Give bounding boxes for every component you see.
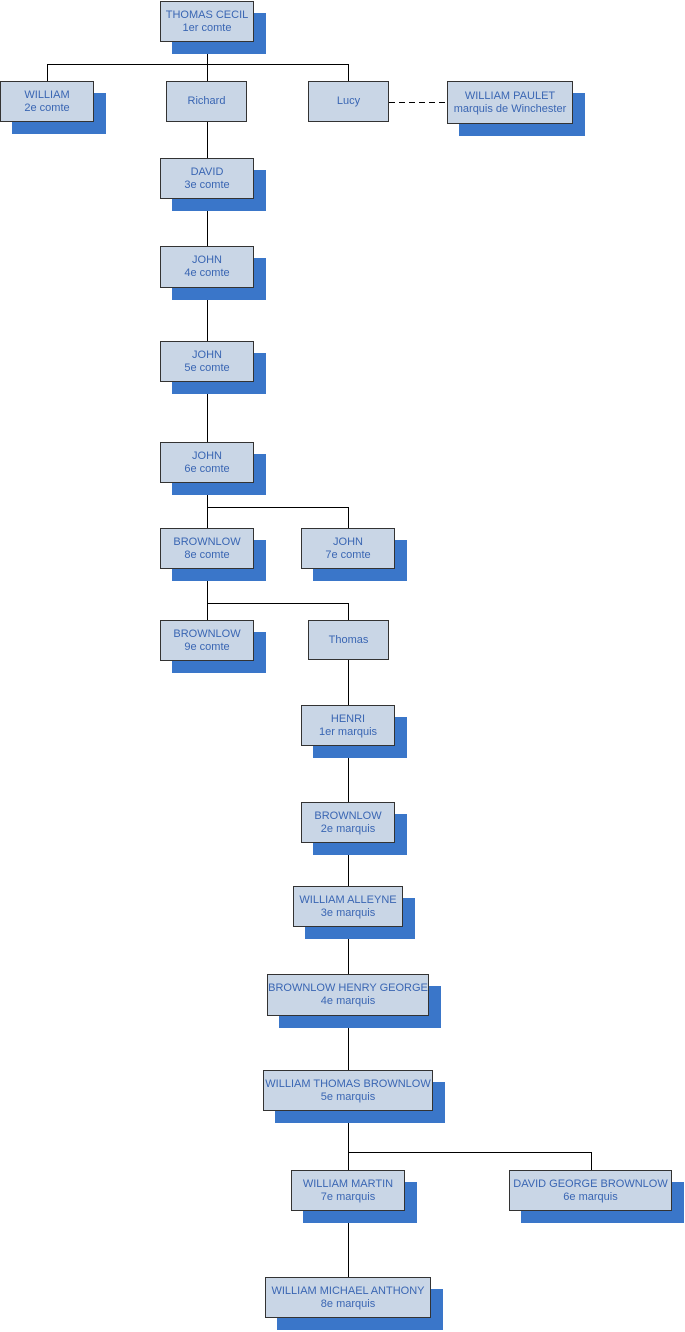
node-title: 6e marquis <box>563 1190 618 1203</box>
node-title: 1er marquis <box>318 725 378 738</box>
node-john-4e-comte: JOHN 4e comte <box>160 246 254 288</box>
node-title: 8e marquis <box>320 1297 376 1310</box>
node-title: 6e comte <box>184 462 230 475</box>
node-name: WILLIAM MARTIN <box>302 1177 394 1190</box>
node-title: 5e marquis <box>320 1090 376 1103</box>
node-william-thomas-brownlow-5e-marquis: WILLIAM THOMAS BROWNLOW 5e marquis <box>263 1070 433 1111</box>
node-title: 2e comte <box>24 101 70 114</box>
node-title: 5e comte <box>184 361 230 374</box>
node-william-michael-anthony-8e-marquis: WILLIAM MICHAEL ANTHONY 8e marquis <box>265 1277 431 1318</box>
node-name: JOHN <box>192 254 222 266</box>
node-brownlow-henry-george-4e-marquis: BROWNLOW HENRY GEORGE 4e marquis <box>267 974 429 1016</box>
node-name: DAVID GEORGE BROWNLOW <box>513 1177 668 1190</box>
node-name: Richard <box>187 95 226 107</box>
node-david-3e-comte: DAVID 3e comte <box>160 158 254 199</box>
node-lucy: Lucy <box>308 81 389 122</box>
node-name: WILLIAM ALLEYNE <box>299 893 397 906</box>
node-brownlow-2e-marquis: BROWNLOW 2e marquis <box>301 802 395 843</box>
node-title: 9e comte <box>184 640 230 653</box>
node-title: 4e marquis <box>320 995 376 1007</box>
node-title: marquis de Winchester <box>453 102 567 115</box>
node-john-5e-comte: JOHN 5e comte <box>160 341 254 382</box>
node-name: BROWNLOW HENRY GEORGE <box>268 982 428 994</box>
node-name: JOHN <box>192 348 222 361</box>
node-brownlow-9e-comte: BROWNLOW 9e comte <box>160 620 254 661</box>
node-david-george-brownlow-6e-marquis: DAVID GEORGE BROWNLOW 6e marquis <box>509 1170 672 1211</box>
node-william-paulet: WILLIAM PAULET marquis de Winchester <box>447 81 573 124</box>
node-william-alleyne-3e-marquis: WILLIAM ALLEYNE 3e marquis <box>293 886 403 927</box>
node-name: Lucy <box>336 95 361 107</box>
node-title: 8e comte <box>184 548 230 561</box>
node-name: HENRI <box>330 712 366 725</box>
node-name: BROWNLOW <box>314 809 382 822</box>
node-brownlow-8e-comte: BROWNLOW 8e comte <box>160 528 254 569</box>
node-john-7e-comte: JOHN 7e comte <box>301 528 395 569</box>
node-title: 1er comte <box>182 21 232 34</box>
node-title: 2e marquis <box>320 822 376 835</box>
node-name: WILLIAM <box>24 88 70 101</box>
node-william-2e-comte: WILLIAM 2e comte <box>0 81 94 122</box>
node-name: WILLIAM THOMAS BROWNLOW <box>265 1077 431 1090</box>
node-name: DAVID <box>190 165 224 178</box>
node-richard: Richard <box>166 81 247 122</box>
node-thomas: Thomas <box>308 620 389 660</box>
node-name: THOMAS CECIL <box>165 8 249 21</box>
node-thomas-cecil: THOMAS CECIL 1er comte <box>160 1 254 42</box>
node-name: JOHN <box>192 449 222 462</box>
node-name: Thomas <box>328 633 369 646</box>
node-john-6e-comte: JOHN 6e comte <box>160 442 254 483</box>
node-title: 7e marquis <box>320 1190 376 1203</box>
node-name: JOHN <box>333 535 363 548</box>
node-william-martin-7e-marquis: WILLIAM MARTIN 7e marquis <box>291 1170 405 1211</box>
node-title: 3e marquis <box>320 906 376 919</box>
node-title: 4e comte <box>184 267 230 279</box>
node-name: BROWNLOW <box>173 535 241 548</box>
node-name: WILLIAM MICHAEL ANTHONY <box>271 1284 425 1297</box>
node-henri-1er-marquis: HENRI 1er marquis <box>301 705 395 746</box>
node-name: BROWNLOW <box>173 627 241 640</box>
node-title: 3e comte <box>184 178 230 191</box>
node-title: 7e comte <box>325 548 371 561</box>
node-name: WILLIAM PAULET <box>464 89 556 102</box>
